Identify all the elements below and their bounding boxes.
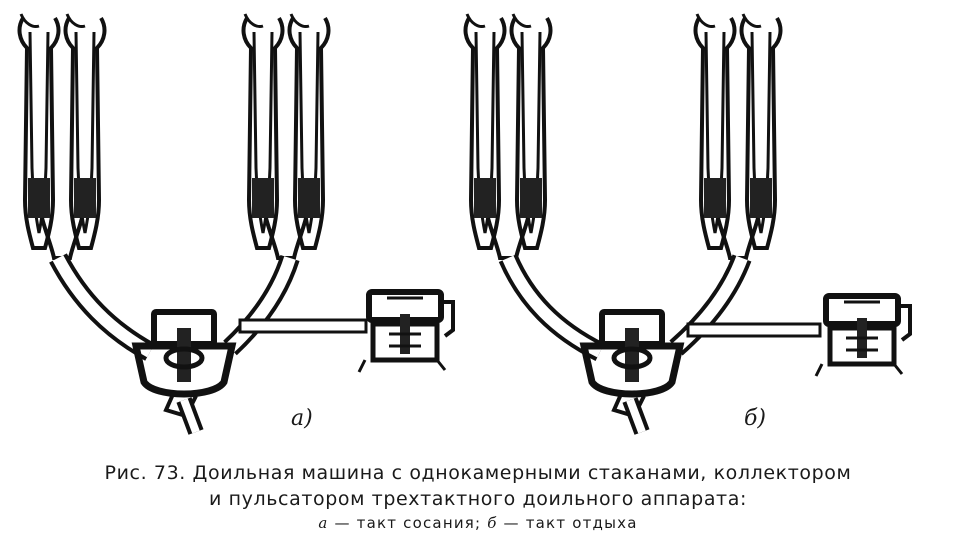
- caption-line-2: и пульсатором трехтактного доильного апп…: [209, 488, 747, 510]
- legend-text-b: — такт отдыха: [497, 514, 638, 532]
- figure-caption: Рис. 73. Доильная машина с однокамерными…: [0, 460, 956, 534]
- panel-a-diagram: [20, 14, 453, 435]
- milking-machine-figure: [0, 0, 956, 435]
- caption-legend: а — такт сосания; б — такт отдыха: [0, 512, 956, 534]
- caption-line-1: Рис. 73. Доильная машина с однокамерными…: [104, 462, 852, 484]
- legend-key-a: а: [318, 514, 329, 532]
- legend-key-b: б: [487, 514, 498, 532]
- teat-cup-pair-left: [20, 14, 105, 258]
- legend-text-a: — такт сосания;: [328, 514, 488, 532]
- teat-cup-pair-right-b: [696, 14, 781, 258]
- teat-cup-pair-right: [244, 14, 329, 258]
- air-hose-b: [686, 322, 822, 338]
- pulsator-a: [359, 292, 453, 372]
- teat-cup-pair-left-b: [466, 14, 551, 258]
- panel-label-a: а): [291, 406, 313, 431]
- panel-b-diagram: [466, 14, 910, 435]
- panel-label-b: б): [744, 406, 767, 431]
- pulsator-b: [816, 296, 910, 376]
- air-hose-a: [238, 318, 368, 334]
